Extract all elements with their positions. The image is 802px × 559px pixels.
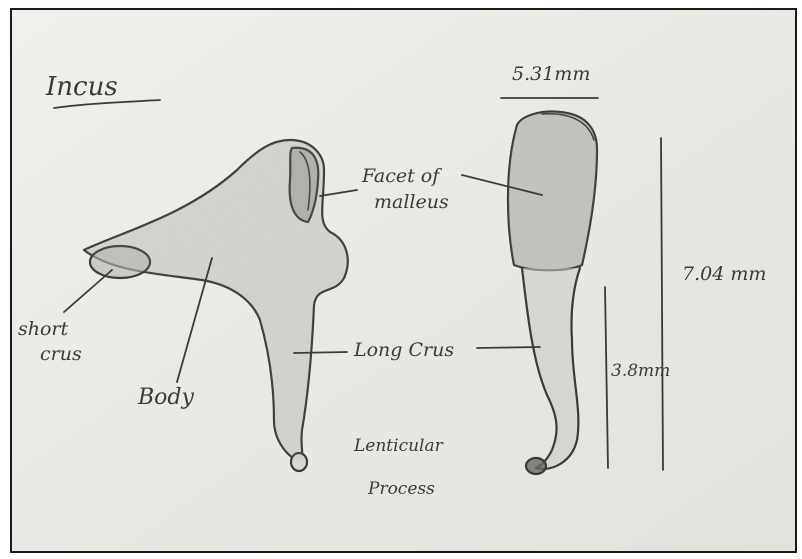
long-crus-label: Long Crus: [353, 339, 454, 361]
facet-label-line2: malleus: [374, 191, 449, 213]
lenticular-process-right: [526, 458, 546, 474]
body-label: Body: [137, 385, 194, 410]
sketch-paper: Incus Facet of malleus short crus Body L…: [10, 8, 797, 553]
long-crus-leader-left: [294, 352, 347, 353]
short-crus-label-line2: crus: [40, 343, 82, 365]
paper-background: [12, 10, 795, 551]
long-crus-dimension: 3.8mm: [611, 361, 670, 381]
lenticular-label-line1: Lenticular: [353, 436, 444, 456]
incus-sketch: Incus Facet of malleus short crus Body L…: [12, 10, 795, 551]
diagram-title: Incus: [45, 72, 118, 102]
short-crus-label-line1: short: [18, 318, 69, 340]
long-crus-leader-right: [477, 347, 540, 348]
height-dimension: 7.04 mm: [682, 263, 766, 285]
facet-label-line1: Facet of: [361, 165, 442, 187]
width-dimension: 5.31mm: [512, 63, 590, 85]
lenticular-label-line2: Process: [367, 479, 435, 499]
